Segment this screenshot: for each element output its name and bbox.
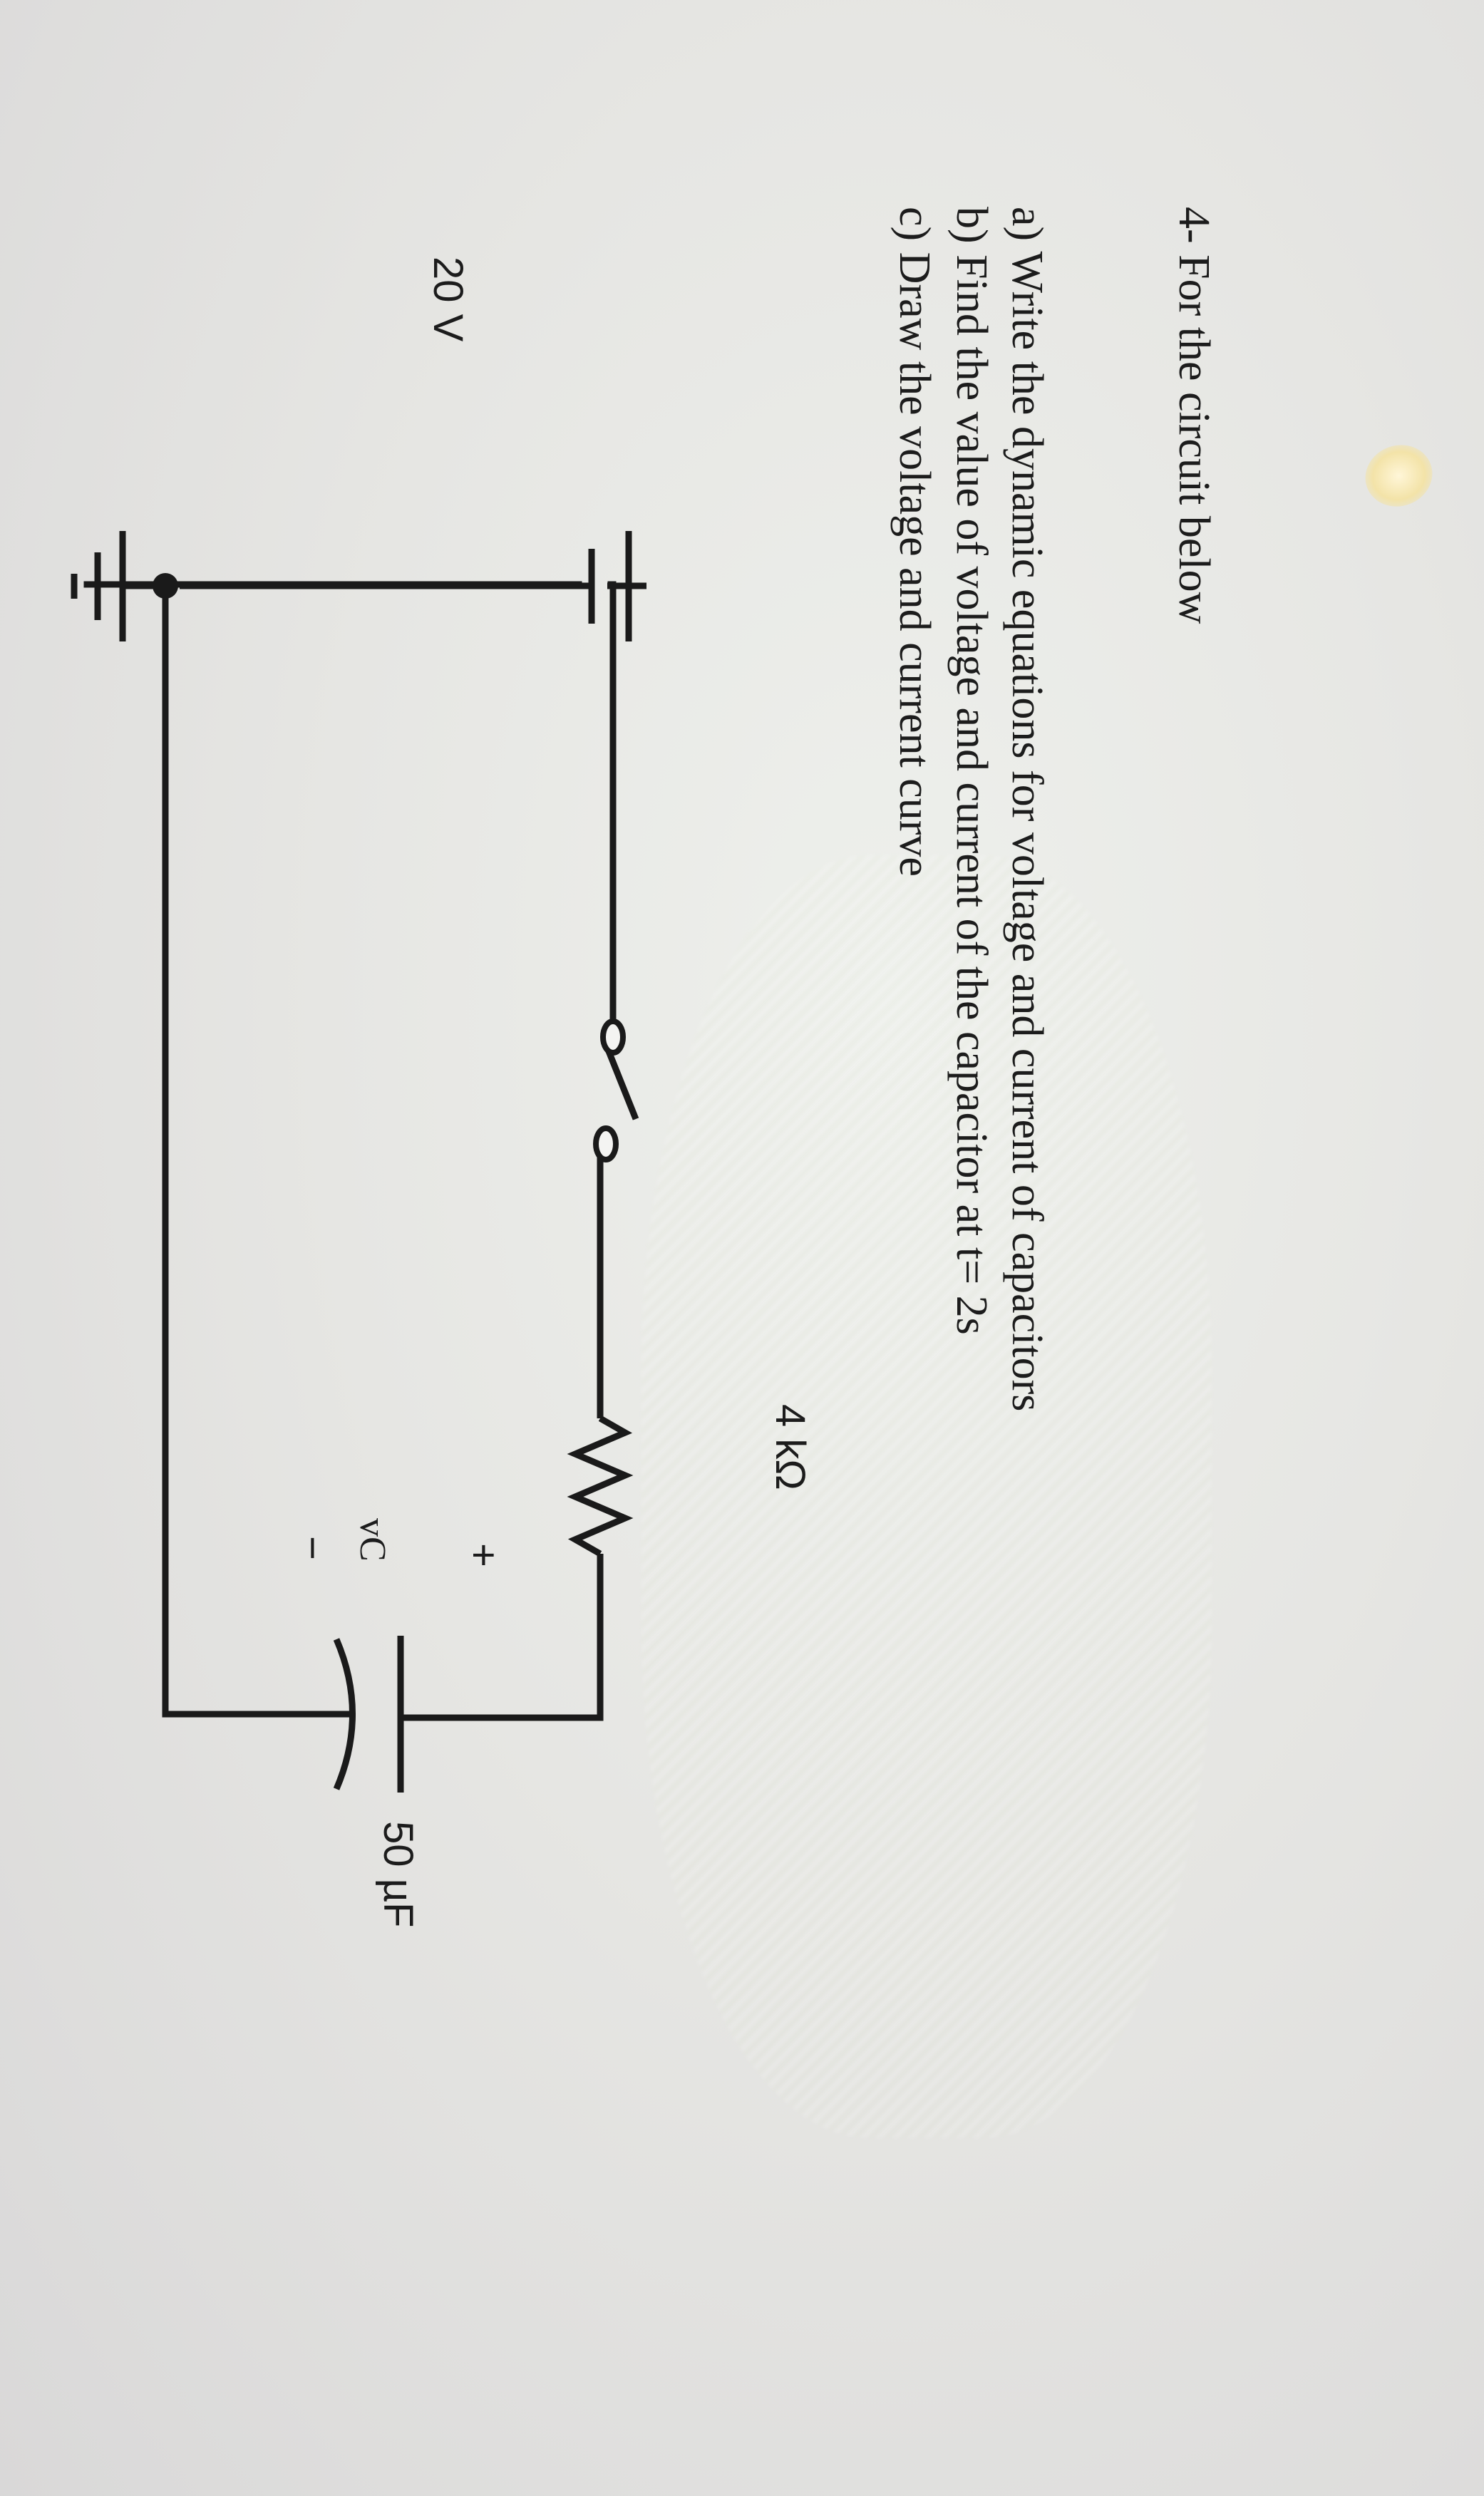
ground-symbol [71, 531, 165, 641]
screen-moire [641, 855, 1212, 2138]
switch-blade [604, 1046, 639, 1120]
capacitor-plate-curved [333, 1638, 356, 1790]
capacitor-voltage-label: vC [352, 1518, 393, 1562]
capacitor-plus-sign: + [460, 1543, 507, 1567]
capacitor-minus-sign: − [289, 1536, 336, 1560]
resistor-label: 4 kΩ [767, 1404, 813, 1490]
capacitor-label: 50 µF [375, 1821, 421, 1928]
switch-terminal-right [593, 1125, 619, 1162]
source-label: 20 V [425, 257, 471, 342]
resistor-zigzag [567, 1415, 634, 1557]
circuit-wires [162, 582, 639, 1793]
switch-terminal-left [600, 1018, 626, 1056]
